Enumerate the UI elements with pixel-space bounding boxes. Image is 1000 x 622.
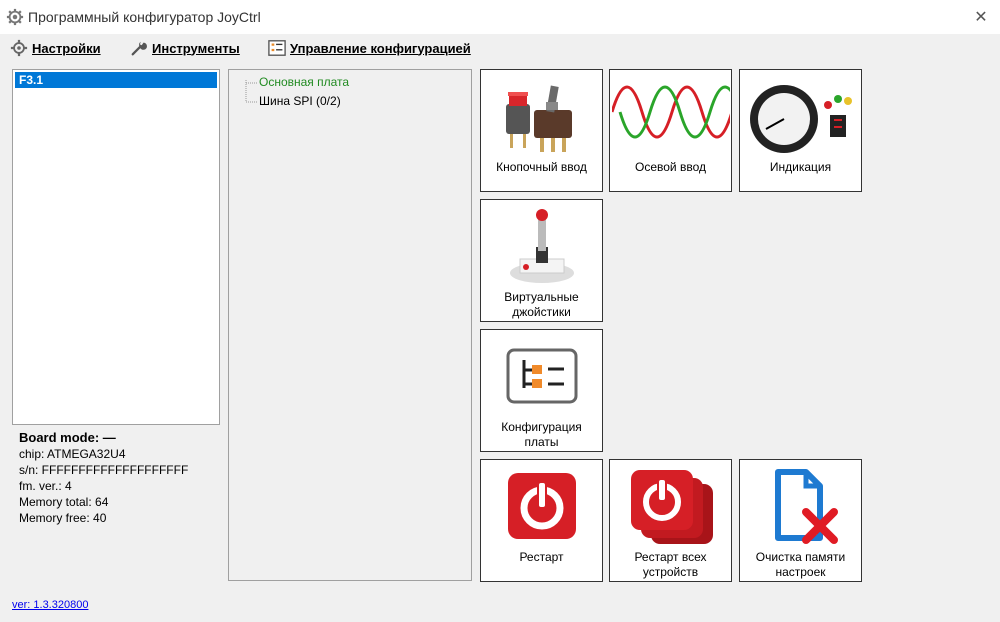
config-tree-icon <box>268 40 286 56</box>
virtual-joysticks-tile[interactable]: Виртуальные джойстики <box>480 199 603 322</box>
restart-tile[interactable]: Рестарт <box>480 459 603 582</box>
restart-label: Рестарт <box>519 550 564 564</box>
restart-all-label-2: устройств <box>642 565 699 579</box>
document-delete-icon <box>774 469 838 544</box>
tree-node-main-board[interactable]: Основная плата <box>259 75 350 89</box>
virtual-joysticks-label-2: джойстики <box>512 305 571 319</box>
chip-info: chip: ATMEGA32U4 <box>19 447 126 461</box>
button-input-tile[interactable]: Кнопочный ввод <box>480 69 603 192</box>
menu-tools-label: Инструменты <box>152 40 240 56</box>
close-button[interactable]: ✕ <box>968 4 994 30</box>
gear-icon <box>10 39 28 57</box>
power-icon <box>507 473 576 539</box>
menu-settings-label: Настройки <box>32 40 101 56</box>
config-tree-icon <box>506 348 577 404</box>
board-config-tile[interactable]: Конфигурация платы <box>480 329 603 452</box>
board-config-label-2: платы <box>524 435 559 449</box>
sine-wave-icon <box>611 85 730 139</box>
axis-input-tile[interactable]: Осевой ввод <box>609 69 732 192</box>
title-bar: Программный конфигуратор JoyCtrl ✕ <box>0 0 1000 34</box>
wrench-icon <box>131 41 147 56</box>
power-stack-icon <box>630 470 713 544</box>
axis-input-label: Осевой ввод <box>635 160 706 174</box>
menu-settings[interactable]: Настройки <box>10 39 101 57</box>
clear-memory-tile[interactable]: Очистка памяти настроек <box>739 459 862 582</box>
device-item-selected[interactable]: F3.1 <box>15 72 217 88</box>
tree-connector-lines <box>245 80 257 103</box>
button-input-label: Кнопочный ввод <box>496 160 587 174</box>
board-info: Board mode: — chip: ATMEGA32U4 s/n: FFFF… <box>19 430 188 526</box>
gear-icon <box>6 8 24 26</box>
indication-label: Индикация <box>769 160 832 174</box>
version-link[interactable]: ver: 1.3.320800 <box>12 599 89 611</box>
devices-list[interactable]: F3.1 <box>12 69 220 425</box>
serial-number: s/n: FFFFFFFFFFFFFFFFFFFF <box>19 463 189 477</box>
menu-tools[interactable]: Инструменты <box>130 39 240 57</box>
clear-memory-label-2: настроек <box>775 565 826 579</box>
board-config-label-1: Конфигурация <box>501 420 582 434</box>
clear-memory-label-1: Очистка памяти <box>755 550 846 564</box>
memory-free: Memory free: 40 <box>19 511 107 525</box>
restart-all-label-1: Рестарт всех <box>634 550 707 564</box>
memory-total: Memory total: 64 <box>19 495 109 509</box>
restart-all-tile[interactable]: Рестарт всех устройств <box>609 459 732 582</box>
close-icon: ✕ <box>974 9 988 26</box>
joystick-icon <box>509 209 574 283</box>
push-button-switch-icon <box>505 85 572 152</box>
tree-node-spi-bus[interactable]: Шина SPI (0/2) <box>259 94 341 108</box>
menu-config-management[interactable]: Управление конфигурацией <box>268 39 471 57</box>
menu-config-management-label: Управление конфигурацией <box>290 40 471 56</box>
window-title: Программный конфигуратор JoyCtrl <box>28 9 261 25</box>
firmware-version: fm. ver.: 4 <box>19 479 72 493</box>
board-tree[interactable]: Основная плата Шина SPI (0/2) <box>228 69 472 581</box>
menu-bar: Настройки Инструменты Управление конфигу… <box>0 34 1000 62</box>
gauge-indicator-icon <box>749 85 852 153</box>
board-mode: Board mode: — <box>19 430 116 445</box>
indication-tile[interactable]: Индикация <box>739 69 862 192</box>
virtual-joysticks-label-1: Виртуальные <box>504 290 579 304</box>
